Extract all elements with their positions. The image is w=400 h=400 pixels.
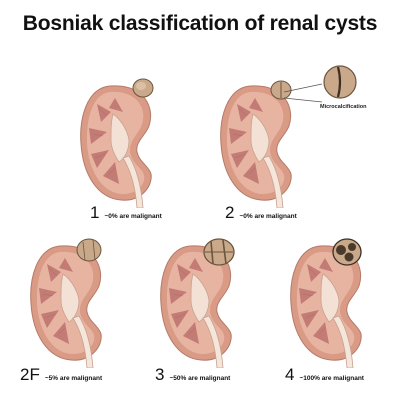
malignancy-note-1: ~0% are malignant — [104, 213, 162, 220]
kidney-panel-4 — [285, 238, 385, 368]
solid-component-cyst — [332, 238, 362, 266]
renal-pelvis — [250, 113, 270, 163]
malignancy-note-2F: ~5% are malignant — [44, 375, 103, 382]
renal-pyramids — [229, 98, 263, 184]
kidney-cross-section — [290, 245, 362, 368]
microcalcification-inset — [272, 62, 382, 122]
kidney-illustration-1 — [80, 78, 154, 208]
septated-cyst — [76, 238, 102, 262]
kidney-illustration-2F — [30, 238, 102, 368]
kidney-panel-3 — [155, 238, 255, 368]
thick-septated-cyst — [203, 238, 235, 266]
renal-pelvis — [60, 273, 80, 323]
label-row-4: 4 ~100% are malignant — [285, 365, 364, 385]
kidney-cross-section — [80, 85, 152, 208]
renal-pelvis — [110, 113, 130, 163]
ureter — [72, 315, 94, 368]
minimally-complex-cyst — [270, 80, 292, 100]
bosniak-number-3: 3 — [155, 365, 165, 384]
simple-cyst — [132, 78, 154, 98]
calcification-icon — [336, 66, 342, 98]
bosniak-number-1: 1 — [90, 203, 100, 222]
renal-pelvis — [320, 273, 340, 323]
kidney-cross-section — [220, 85, 292, 208]
label-row-1: 1 ~0% are malignant — [90, 203, 162, 223]
kidney-illustration-2 — [220, 80, 292, 208]
renal-pelvis — [190, 273, 210, 323]
label-row-3: 3 ~50% are malignant — [155, 365, 230, 385]
renal-pyramids — [169, 258, 203, 344]
renal-pyramids — [299, 258, 333, 344]
renal-pyramids — [89, 98, 123, 184]
page-title: Bosniak classification of renal cysts — [22, 12, 378, 35]
bosniak-number-4: 4 — [285, 365, 295, 384]
label-row-2F: 2F ~5% are malignant — [20, 365, 102, 385]
malignancy-note-4: ~100% are malignant — [299, 375, 364, 382]
kidney-cross-section — [160, 245, 232, 368]
kidney-panel-2F — [25, 238, 125, 368]
ureter — [122, 155, 144, 208]
kidney-illustration-3 — [160, 238, 235, 368]
ureter — [202, 315, 224, 368]
bosniak-number-2: 2 — [225, 203, 235, 222]
kidney-illustration-4 — [290, 238, 362, 368]
kidney-panel-1 — [75, 78, 175, 208]
microcalcification-label: Microcalcification — [320, 104, 367, 110]
malignancy-note-3: ~50% are malignant — [169, 375, 231, 382]
bosniak-number-2F: 2F — [20, 365, 40, 384]
malignancy-note-2: ~0% are malignant — [239, 213, 297, 220]
kidney-cross-section — [30, 245, 102, 368]
label-row-2: 2 ~0% are malignant — [225, 203, 297, 223]
kidney-panel-2 — [215, 78, 315, 208]
ureter — [332, 315, 354, 368]
ureter — [262, 155, 284, 208]
